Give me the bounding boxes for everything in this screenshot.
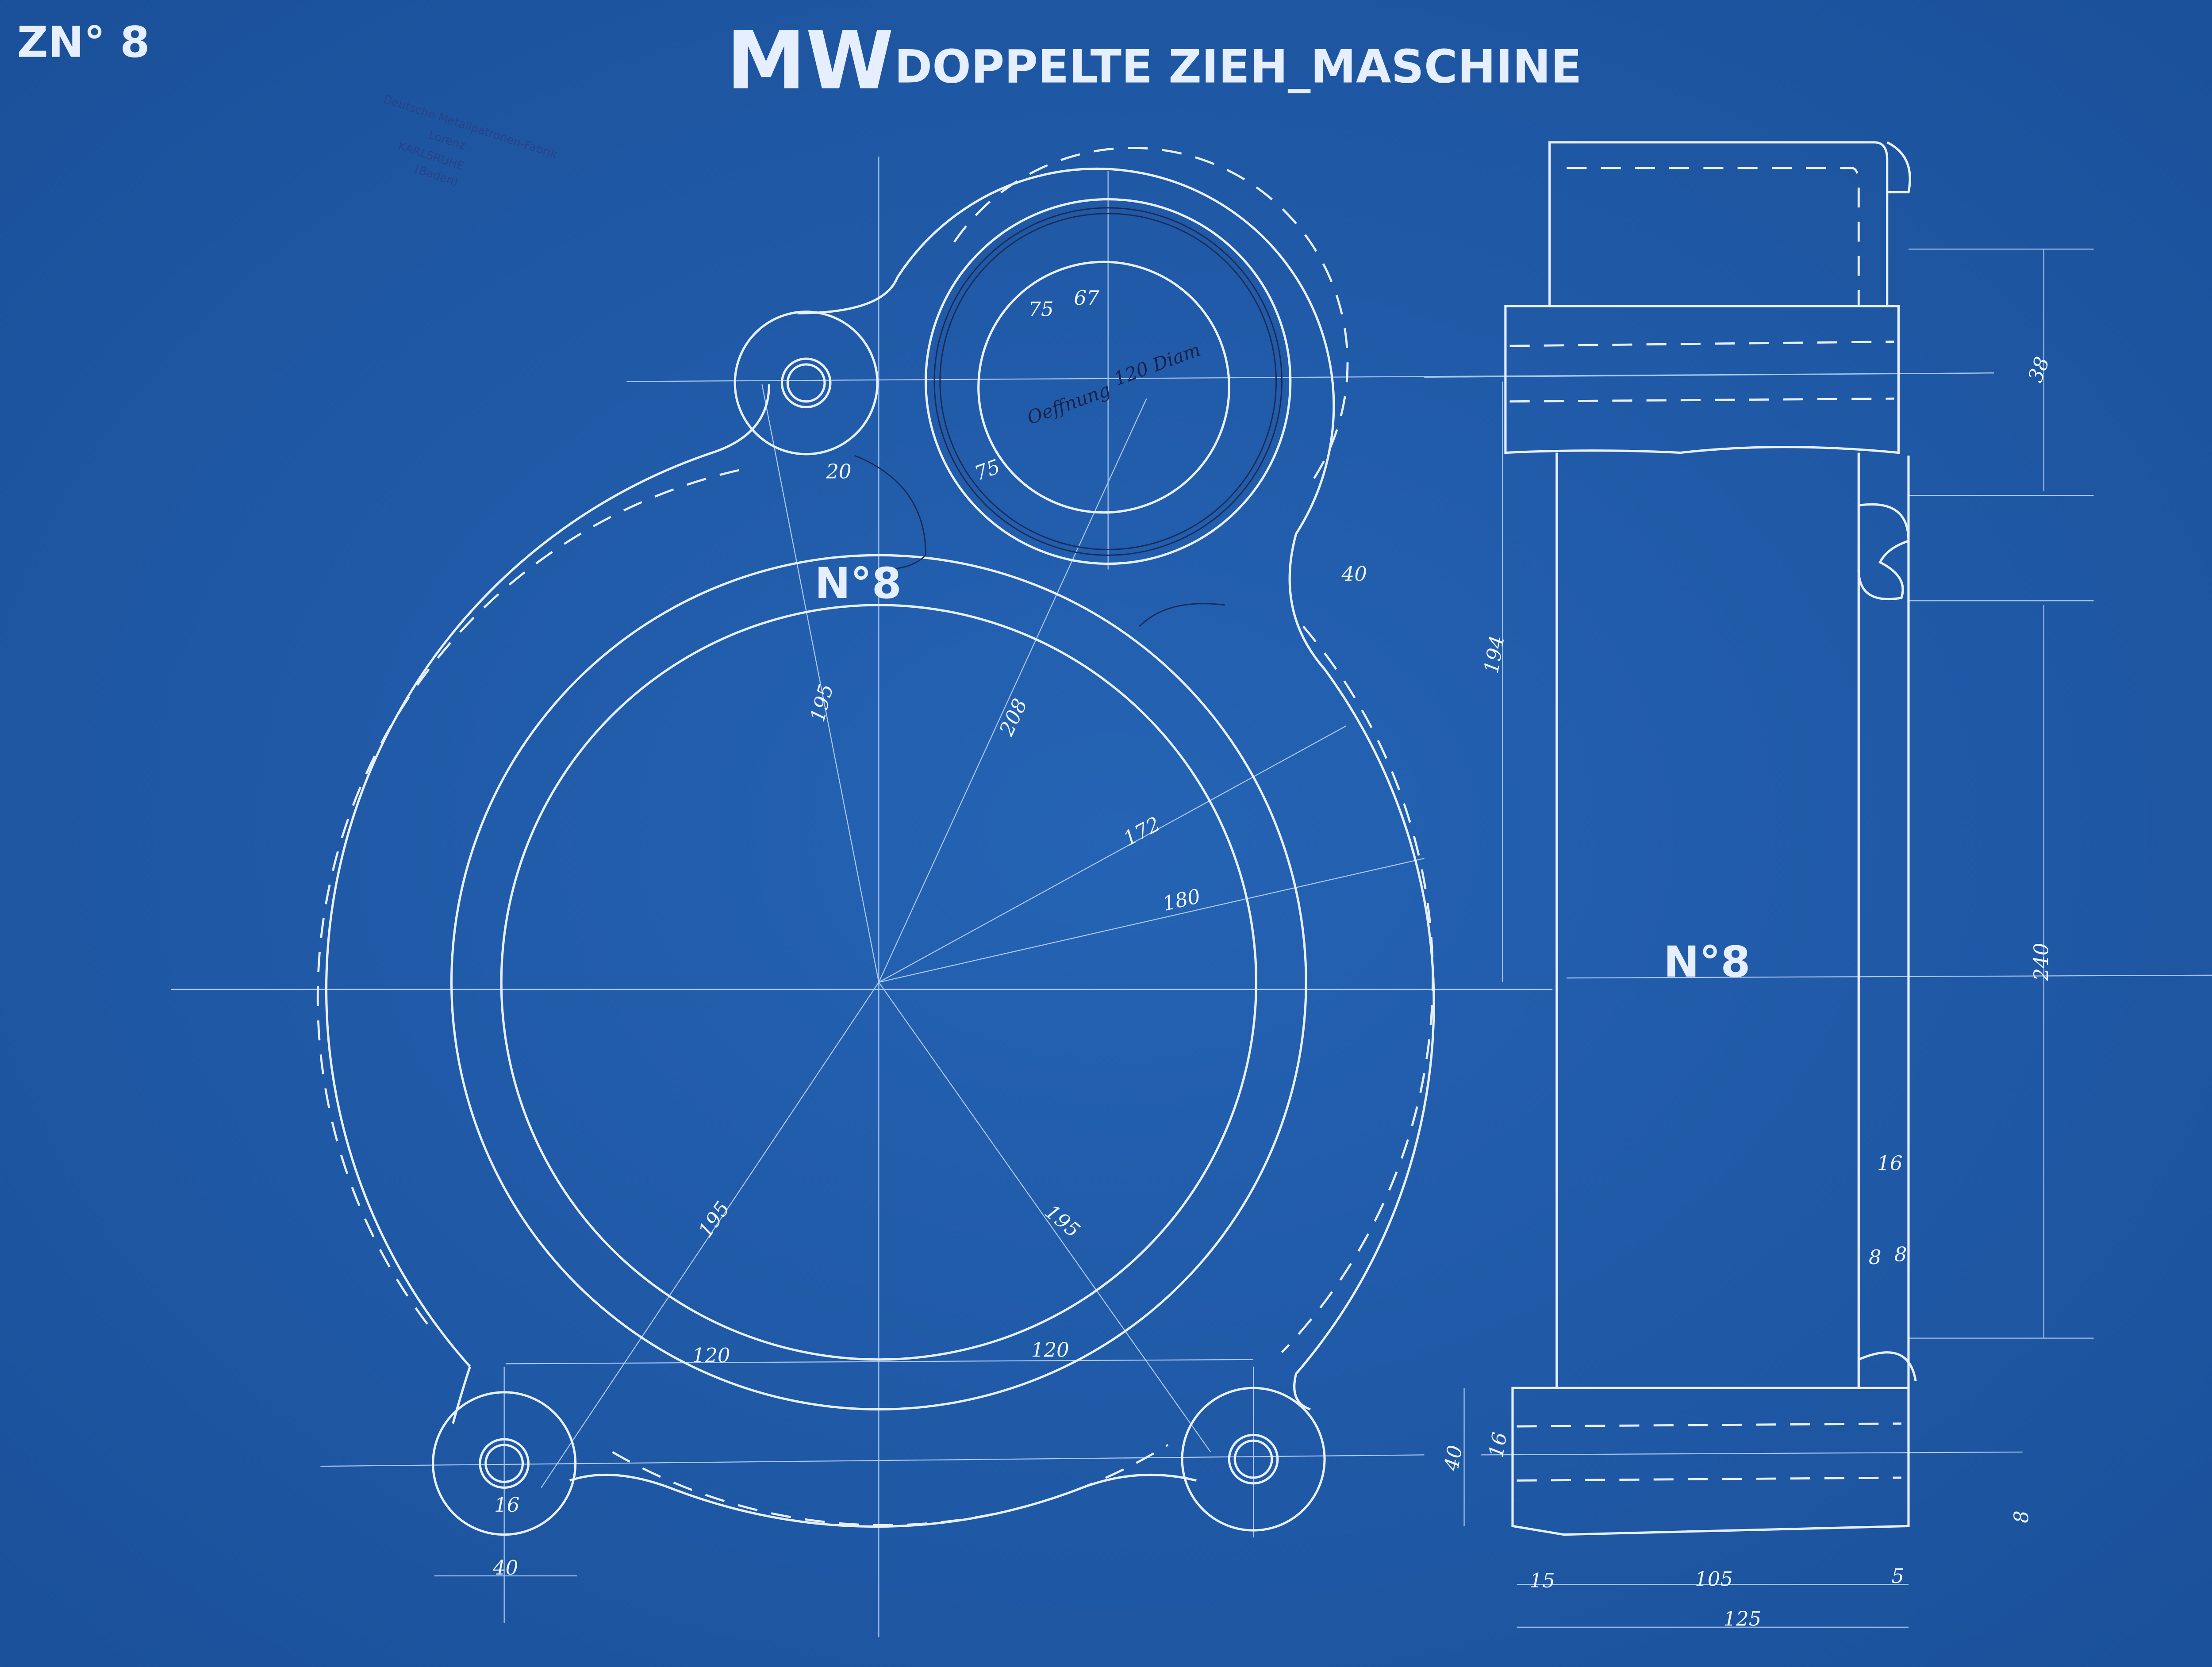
dim-15: 15 bbox=[1530, 1569, 1555, 1592]
dim-20: 20 bbox=[826, 460, 851, 483]
dim-120-right: 120 bbox=[1031, 1338, 1069, 1361]
dim-67: 67 bbox=[1074, 286, 1099, 310]
outer-ring bbox=[450, 554, 1307, 1411]
dim-40-bottom: 40 bbox=[492, 1556, 518, 1579]
dim-8-b: 8 bbox=[1894, 1243, 1907, 1266]
side-view: N°8 38 194 240 16 8 8 40 16 8 15 105 5 1… bbox=[1424, 141, 2212, 1631]
sheet-title: DOPPELTE ZIEH_MASCHINE bbox=[895, 41, 1582, 94]
boss-top bbox=[733, 310, 879, 456]
dim-105: 105 bbox=[1695, 1567, 1733, 1591]
front-view: N°8 75 67 Oeffnung 120 Diam 75 20 40 195… bbox=[171, 146, 1994, 1637]
sheet-number: ZN° 8 bbox=[17, 17, 150, 67]
dim-40-right: 40 bbox=[1341, 562, 1367, 586]
dim-240: 240 bbox=[2029, 943, 2053, 981]
dim-40-side: 40 bbox=[1440, 1443, 1467, 1473]
boss-right bbox=[1181, 1387, 1326, 1532]
boss-left bbox=[432, 1391, 577, 1536]
dim-16-side: 16 bbox=[1877, 1152, 1902, 1175]
logo-mw: MW bbox=[726, 15, 894, 107]
dim-16-b: 16 bbox=[1484, 1430, 1512, 1460]
inner-ring bbox=[500, 604, 1258, 1361]
dim-75-a: 75 bbox=[1028, 298, 1053, 321]
dim-8-a: 8 bbox=[1869, 1245, 1882, 1269]
dim-120-left: 120 bbox=[692, 1344, 730, 1367]
dim-125: 125 bbox=[1723, 1607, 1761, 1631]
dim-5: 5 bbox=[1891, 1564, 1904, 1588]
part-label-front: N°8 bbox=[814, 558, 901, 608]
dim-16: 16 bbox=[494, 1493, 519, 1517]
part-label-side: N°8 bbox=[1663, 937, 1750, 987]
dim-8-c: 8 bbox=[2009, 1510, 2033, 1523]
